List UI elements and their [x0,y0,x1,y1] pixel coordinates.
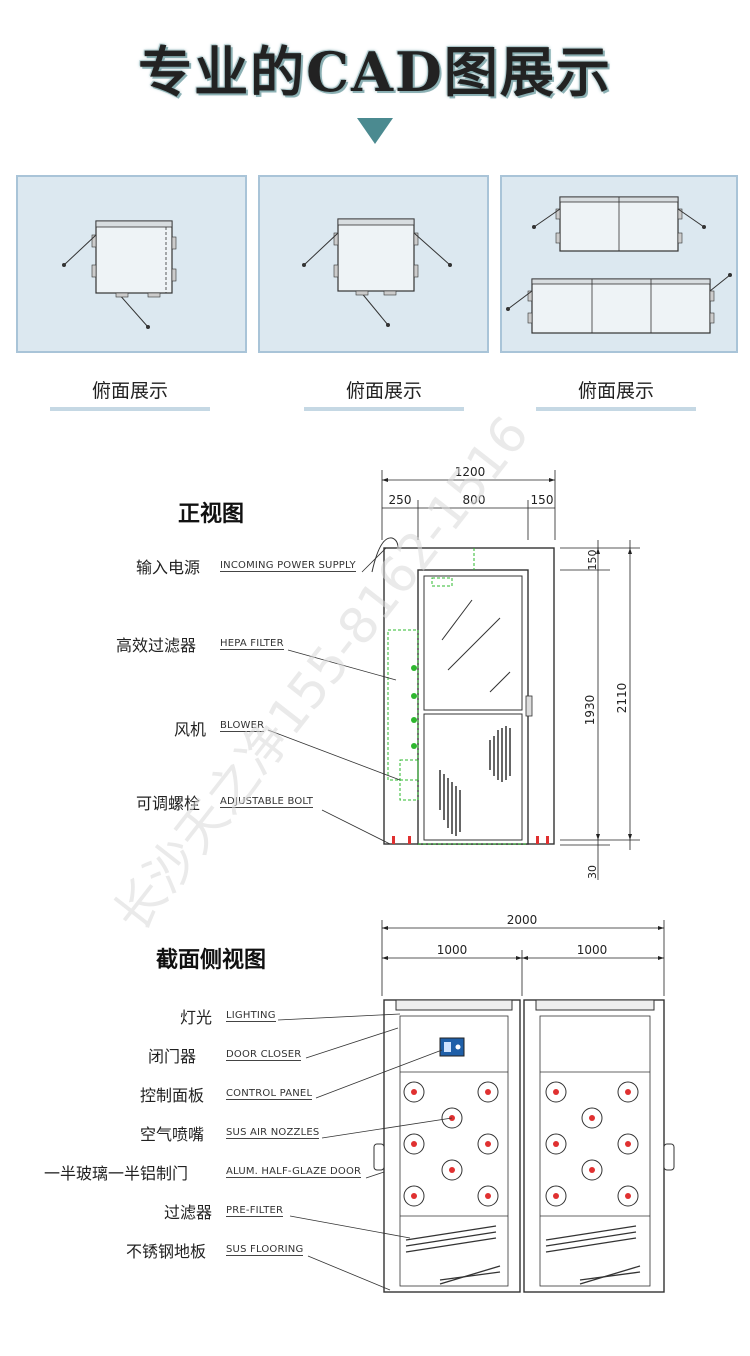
dim-2110: 2110 [615,683,629,714]
top-view-panel-2 [258,175,489,353]
top-view-caption-1: 俯面展示 [50,376,210,411]
dim-2000: 2000 [507,913,538,927]
front-view-drawing: 1200 250 800 150 150 1930 2110 30 [267,465,640,880]
label-floor-en: SUS FLOORING [226,1244,304,1256]
dim-1000-left: 1000 [437,943,468,957]
dim-800: 800 [463,493,486,507]
label-blower-en: BLOWER [220,720,265,732]
front-dim-ticks [382,478,632,840]
label-hepa-cn: 高效过滤器 [116,636,197,655]
dim-1930: 1930 [583,695,597,726]
label-nozzles-cn: 空气喷嘴 [140,1125,205,1144]
front-view-title: 正视图 [178,502,245,527]
label-lighting-en: LIGHTING [226,1010,276,1022]
top-view-drawing-2 [302,218,452,327]
label-prefilter-en: PRE-FILTER [226,1205,284,1217]
label-bolt-cn: 可调螺栓 [136,794,201,813]
page-title: 专业的CAD图展示 [138,40,612,104]
label-power-en: INCOMING POWER SUPPLY [220,560,356,572]
label-closer-cn: 闭门器 [148,1047,197,1066]
label-prefilter-cn: 过滤器 [164,1203,213,1222]
label-closer-en: DOOR CLOSER [226,1049,302,1061]
label-lighting-cn: 灯光 [180,1008,213,1027]
top-view-panel-3 [500,175,738,353]
side-view-title: 截面侧视图 [156,948,267,973]
top-view-panel-1 [16,175,247,353]
label-power-cn: 输入电源 [136,558,201,577]
label-floor-cn: 不锈钢地板 [126,1242,207,1261]
dim-30: 30 [586,865,599,879]
top-view-caption-3: 俯面展示 [536,376,696,411]
dim-150: 150 [531,493,554,507]
label-blower-cn: 风机 [174,720,207,739]
side-view-drawing: 2000 1000 1000 [277,913,675,1293]
top-view-caption-2: 俯面展示 [304,376,464,411]
triangle-down-icon [357,118,393,144]
dim-150-v: 150 [586,550,599,571]
dim-250: 250 [389,493,412,507]
label-nozzles-en: SUS AIR NOZZLES [226,1127,320,1139]
dim-1000-right: 1000 [577,943,608,957]
label-door-cn: 一半玻璃一半铝制门 [44,1164,189,1183]
label-bolt-en: ADJUSTABLE BOLT [220,796,314,808]
label-control-en: CONTROL PANEL [226,1088,313,1100]
label-door-en: ALUM. HALF-GLAZE DOOR [226,1166,362,1178]
dim-1200: 1200 [455,465,486,479]
label-control-cn: 控制面板 [140,1086,205,1105]
label-hepa-en: HEPA FILTER [220,638,284,650]
top-view-drawing-3 [506,196,732,334]
top-view-drawing-1 [62,220,177,329]
nozzles-right [545,1081,639,1207]
